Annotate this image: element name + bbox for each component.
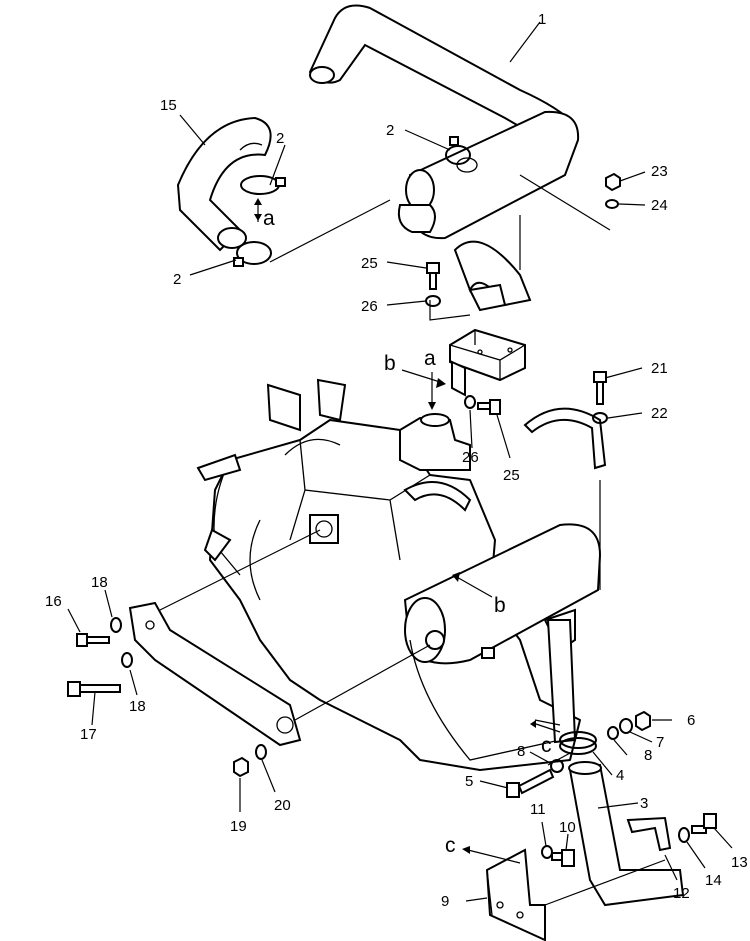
label-part-13: 13 — [731, 854, 748, 871]
view-letter-a-top: a — [263, 207, 275, 230]
view-letter-b-left: b — [384, 352, 396, 375]
clamp-bracket-12 — [626, 816, 672, 852]
label-part-18-bottom: 18 — [129, 698, 146, 715]
label-part-22: 22 — [651, 405, 668, 422]
washer-18-bottom — [121, 652, 133, 668]
label-part-4: 4 — [616, 767, 624, 784]
label-part-25-mid: 25 — [503, 467, 520, 484]
washer-7 — [619, 718, 633, 734]
label-part-9: 9 — [441, 893, 449, 910]
bolt-13 — [691, 813, 717, 834]
bolt-10 — [551, 849, 575, 867]
label-part-8-right: 8 — [644, 747, 652, 764]
bolt-16 — [76, 633, 110, 647]
washer-26-top — [425, 295, 441, 307]
view-arrow-c-mid — [530, 720, 561, 733]
bolt-25-top — [426, 262, 440, 290]
tail-pipe-clamp-4 — [559, 731, 597, 755]
washer-8-left — [550, 759, 564, 773]
label-part-14: 14 — [705, 872, 722, 889]
label-part-7: 7 — [656, 734, 664, 751]
label-part-25-top: 25 — [361, 255, 378, 272]
label-part-12: 12 — [673, 885, 690, 902]
label-part-17: 17 — [80, 726, 97, 743]
hose-15 — [176, 116, 272, 252]
view-arrow-b-left — [401, 369, 446, 388]
label-part-2-hose-bottom: 2 — [173, 271, 181, 288]
label-part-15: 15 — [160, 97, 177, 114]
label-part-16: 16 — [45, 593, 62, 610]
label-part-23: 23 — [651, 163, 668, 180]
view-arrow-a-top — [254, 198, 262, 222]
washer-26-mid — [464, 395, 476, 409]
label-part-21: 21 — [651, 360, 668, 377]
label-part-6: 6 — [687, 712, 695, 729]
bolt-21 — [593, 371, 607, 405]
label-part-19: 19 — [230, 818, 247, 835]
label-part-2-hose-top: 2 — [276, 130, 284, 147]
label-part-26-mid: 26 — [462, 449, 479, 466]
hose-clamp-lower — [233, 241, 272, 267]
bolt-5 — [506, 768, 555, 798]
view-arrow-a-mid — [428, 372, 436, 410]
label-part-18-top: 18 — [91, 574, 108, 591]
label-part-1: 1 — [538, 11, 546, 28]
washer-24 — [605, 199, 619, 209]
muffler-clamp-2 — [445, 136, 471, 165]
muffler-upper-bracket — [449, 240, 532, 397]
nut-6 — [635, 710, 651, 732]
label-part-8-left: 8 — [517, 743, 525, 760]
view-letter-a-mid: a — [424, 347, 436, 370]
upper-muffler — [397, 110, 580, 240]
label-part-2-muffler: 2 — [386, 122, 394, 139]
nut-23 — [605, 172, 621, 192]
washer-22 — [592, 412, 608, 424]
label-part-26-top: 26 — [361, 298, 378, 315]
view-arrow-c-bottom — [462, 846, 521, 864]
label-part-11: 11 — [530, 801, 546, 818]
bolt-17 — [67, 681, 121, 697]
label-part-10: 10 — [559, 819, 576, 836]
hose-clamp-upper — [240, 175, 286, 195]
washer-8-right — [607, 726, 619, 740]
washer-18-top — [110, 617, 122, 633]
muffler-band-right — [523, 407, 607, 470]
view-letter-b-right: b — [494, 594, 506, 617]
label-part-20: 20 — [274, 797, 291, 814]
label-part-3: 3 — [640, 795, 648, 812]
exhaust-pipe-1 — [308, 4, 577, 152]
nut-19 — [233, 756, 249, 778]
view-arrow-b-right — [452, 572, 493, 598]
view-letter-c-bottom: c — [445, 834, 456, 857]
engine-block — [196, 378, 581, 771]
washer-14 — [678, 827, 690, 843]
label-part-5: 5 — [465, 773, 473, 790]
bolt-25-mid — [477, 399, 501, 415]
washer-20 — [255, 744, 267, 760]
washer-11 — [541, 845, 553, 859]
label-part-24: 24 — [651, 197, 668, 214]
view-letter-c-mid: c — [541, 734, 552, 757]
bracket-9 — [485, 848, 546, 941]
engine-side-bracket — [128, 529, 431, 747]
tail-pipe-3 — [546, 619, 685, 907]
